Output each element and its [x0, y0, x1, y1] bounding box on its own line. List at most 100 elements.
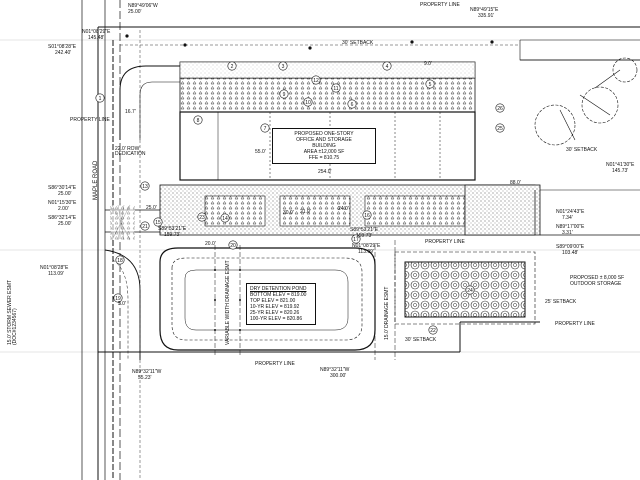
- keynote-number: 10: [305, 100, 311, 106]
- keynote-circle: [351, 234, 361, 244]
- keynote-number: 26: [497, 106, 503, 112]
- keynote-number: 25: [497, 126, 503, 132]
- building-type: BUILDING: [312, 143, 336, 149]
- keynote-number: 20: [230, 243, 236, 249]
- bearing-n-left: N01°15'30"E: [48, 200, 77, 206]
- keynote-circle: [465, 285, 475, 295]
- keynote-circle: [220, 213, 230, 223]
- property-line-mid: PROPERTY LINE: [425, 239, 465, 245]
- bearing-bottom: N89°32'11"W: [320, 367, 350, 373]
- dist-right-3: 3.31': [562, 230, 573, 236]
- keynote-number: 9: [283, 92, 286, 98]
- keynote-circle: [193, 115, 203, 125]
- building-area: AREA ±12,000 SF: [303, 149, 345, 155]
- keynote-circle: [495, 103, 505, 113]
- building-use: OFFICE AND STORAGE: [296, 137, 352, 143]
- keynote-circle: [140, 221, 150, 231]
- dist-mid2: 159.73': [356, 233, 373, 239]
- drainage-esmt-right: 15.0' DRAINAGE ESMT: [384, 286, 390, 340]
- dim-20: 20.0': [205, 241, 216, 247]
- road-name: MAPLE ROAD: [93, 160, 99, 200]
- dim-88: 88.0': [510, 180, 521, 186]
- dist-n01: 113.09': [358, 249, 374, 255]
- dist-s-left: 25.00': [58, 191, 72, 197]
- property-line-top: PROPERTY LINE: [420, 2, 460, 8]
- bearing-top-left: N89°49'06"W: [128, 3, 158, 9]
- keynote-circle: [278, 61, 288, 71]
- keynote-circle: [95, 93, 105, 103]
- keynote-number: 4: [386, 64, 389, 70]
- dist-left-upper: 145.48': [88, 35, 105, 41]
- bearing-s-left2: S86°32'14"E: [48, 215, 77, 221]
- pond-bottom-elev: BOTTOM ELEV = 819.00: [250, 292, 307, 298]
- keynote-number: 15: [155, 220, 161, 226]
- keynote-number: 23: [199, 215, 205, 221]
- keynote-circle: [113, 293, 123, 303]
- keynote-circle: [425, 79, 435, 89]
- keynote-number: 7: [264, 126, 267, 132]
- keynote-circle: [115, 255, 125, 265]
- bearing-top-right: N89°49'15"E: [470, 7, 499, 13]
- keynote-circle: [362, 210, 372, 220]
- storm-sewer-esmt: 15.0' STORM SEWER ESMT (DOC#1234567): [7, 280, 18, 345]
- keynote-circle: [140, 181, 150, 191]
- keynote-circle: [153, 217, 163, 227]
- bearing-n01: N01°08'29"E: [352, 243, 381, 249]
- keynote-circle: [303, 97, 313, 107]
- keynote-number: 8: [197, 118, 200, 124]
- pond-25yr-elev: 25-YR ELEV = 820.26: [250, 310, 300, 316]
- keynote-circle: [495, 123, 505, 133]
- property-line-right: PROPERTY LINE: [555, 321, 595, 327]
- dim-25: 25.0': [146, 205, 157, 211]
- pond-100yr-elev: 100-YR ELEV = 820.86: [250, 316, 303, 322]
- keynote-number: 22: [430, 328, 436, 334]
- pond-10yr-elev: 10-YR ELEV = 819.92: [250, 304, 300, 310]
- keynote-number: 1: [99, 96, 102, 102]
- dim-5: 5.0': [118, 301, 126, 307]
- keynote-circle: [197, 212, 207, 222]
- dist-bottom: 300.00': [330, 373, 347, 379]
- dist-s-left2: 25.00': [58, 221, 72, 227]
- drainage-esmt-left: VARIABLE WIDTH DRAINAGE ESMT: [225, 260, 231, 345]
- building-label: PROPOSED ONE-STORY OFFICE AND STORAGE BU…: [272, 128, 376, 164]
- dim-21: 21.0': [300, 209, 311, 215]
- dist-right-4: 103.48': [562, 250, 579, 256]
- setback-25: 25' SETBACK: [545, 299, 577, 305]
- bearing-mid2: S89°53'21"E: [350, 227, 379, 233]
- keynote-number: 19: [115, 296, 121, 302]
- setback-top: 30' SETBACK: [342, 40, 374, 46]
- keynote-circle: [347, 99, 357, 109]
- bearing-right-2: N01°24'43"E: [556, 209, 585, 215]
- dist-right-1: 145.73': [612, 168, 629, 174]
- setback-right: 30' SETBACK: [566, 147, 598, 153]
- property-line-left: PROPERTY LINE: [70, 117, 110, 123]
- keynote-number: 2: [231, 64, 234, 70]
- bearing-left-upper: N01°08'29"E: [82, 29, 111, 35]
- pond-label: DRY DETENTION POND BOTTOM ELEV = 819.00 …: [246, 283, 316, 325]
- outdoor-storage-label: PROPOSED ± 8,000 SF OUTDOOR STORAGE: [570, 275, 625, 287]
- bearing-right-1: N01°41'30"E: [606, 162, 635, 168]
- dist-top-right: 335.91': [478, 13, 495, 19]
- dist-top-left: 25.00': [128, 9, 142, 15]
- keynote-circle: [260, 123, 270, 133]
- keynote-number: 12: [313, 78, 319, 84]
- keynote-number: 13: [142, 184, 148, 190]
- dist-left-upper2: 242.40': [55, 50, 72, 56]
- dist-mid1: 159.73': [164, 232, 181, 238]
- bearing-left-upper2: S01°08'28"E: [48, 44, 77, 50]
- pond-top-elev: TOP ELEV = 821.00: [250, 298, 296, 304]
- keynote-circle: [331, 83, 341, 93]
- bearing-s-left: S86°30'14"E: [48, 185, 77, 191]
- dist-bottom-left: 55.23': [138, 375, 152, 381]
- keynote-number: 18: [117, 258, 123, 264]
- bearing-left-low: N01°08'28"E: [40, 265, 69, 271]
- dist-n-left: 2.00': [58, 206, 69, 212]
- building-ffe: FFE = 810.75: [308, 155, 340, 161]
- keynote-circle: [228, 240, 238, 250]
- dist-left-low: 113.09': [48, 271, 64, 277]
- bearing-mid1: S89°53'21"E: [158, 226, 187, 232]
- keynote-circle: [428, 325, 438, 335]
- dim-254: 254.0': [318, 169, 332, 175]
- keynote-number: 6: [351, 102, 354, 108]
